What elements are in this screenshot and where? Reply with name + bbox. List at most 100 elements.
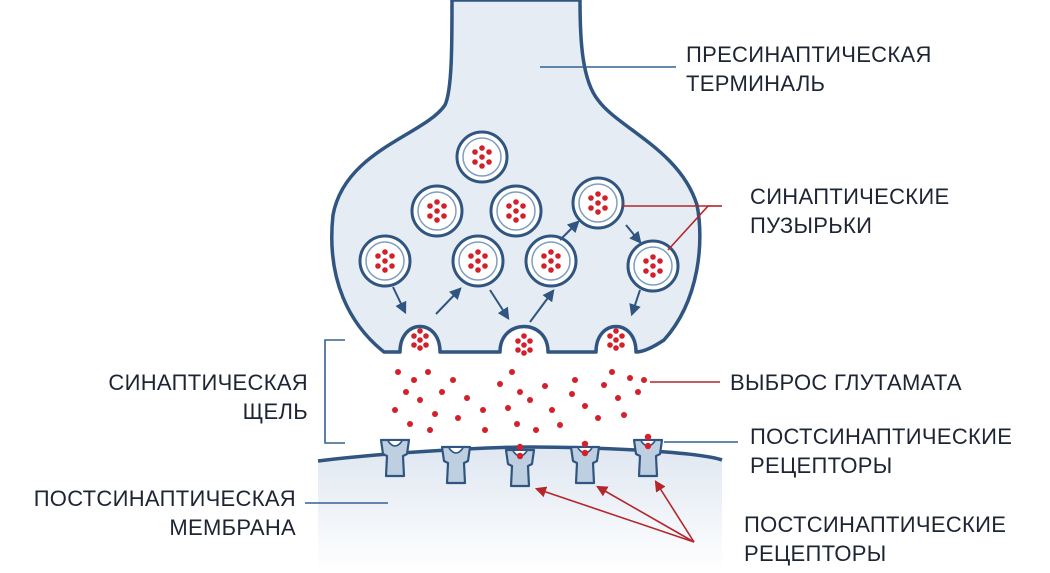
glutamate-dot bbox=[572, 377, 578, 383]
vesicle-glutamate bbox=[482, 263, 488, 269]
docked-glutamate bbox=[613, 328, 619, 334]
arrow-down-3 bbox=[629, 289, 641, 317]
glutamate-dot bbox=[392, 407, 398, 413]
glutamate-dot bbox=[514, 421, 520, 427]
vesicle-glutamate bbox=[475, 258, 481, 264]
glutamate-dot bbox=[450, 377, 456, 383]
vesicle-glutamate bbox=[643, 268, 649, 274]
docked-glutamate bbox=[423, 342, 429, 348]
label-line: ПОСТСИНАПТИЧЕСКАЯ bbox=[33, 486, 296, 511]
glutamate-dot bbox=[432, 411, 438, 417]
vesicle-glutamate bbox=[441, 203, 447, 209]
docked-glutamate bbox=[607, 333, 613, 339]
vesicle bbox=[358, 234, 412, 288]
docked-glutamate bbox=[613, 345, 619, 351]
vesicle-glutamate bbox=[382, 249, 388, 255]
label-line: ПОСТСИНАПТИЧЕСКИЕ bbox=[750, 424, 1013, 449]
vesicle bbox=[410, 184, 464, 238]
docked-glutamate bbox=[527, 347, 533, 353]
label-line: ПРЕСИНАПТИЧЕСКАЯ bbox=[686, 42, 932, 67]
label-line: ТЕРМИНАЛЬ bbox=[686, 71, 826, 96]
glutamate-dot bbox=[641, 377, 647, 383]
vesicle-glutamate bbox=[472, 159, 478, 165]
vesicle-glutamate bbox=[588, 195, 594, 201]
vesicle bbox=[626, 239, 680, 293]
receptor-body bbox=[504, 448, 536, 488]
vesicle-glutamate bbox=[375, 253, 381, 259]
glutamate-dot bbox=[439, 389, 445, 395]
label-postsynaptic-receptors-top: ПОСТСИНАПТИЧЕСКИЕ РЕЦЕПТОРЫ bbox=[750, 422, 1012, 480]
vesicle-inner bbox=[496, 191, 536, 231]
vesicle-glutamate bbox=[595, 209, 601, 215]
docked-glutamate bbox=[607, 342, 613, 348]
vesicle bbox=[455, 130, 509, 184]
vesicle-inner bbox=[458, 241, 498, 281]
vesicle-glutamate bbox=[602, 195, 608, 201]
vesicle bbox=[489, 184, 543, 238]
glutamate-dot bbox=[395, 369, 401, 375]
receptor bbox=[440, 445, 472, 485]
vesicle-inner bbox=[462, 137, 502, 177]
glutamate-dot bbox=[615, 395, 621, 401]
receptor-body bbox=[440, 445, 472, 485]
glutamate-dot bbox=[627, 375, 633, 381]
label-presynaptic-terminal: ПРЕСИНАПТИЧЕСКАЯ ТЕРМИНАЛЬ bbox=[686, 40, 932, 98]
label-line: ПОСТСИНАПТИЧЕСКИЕ bbox=[744, 512, 1007, 537]
glutamate-dot bbox=[549, 407, 555, 413]
glutamate-dot bbox=[533, 427, 539, 433]
docked-glutamate bbox=[411, 333, 417, 339]
docked-glutamate bbox=[613, 337, 619, 343]
vesicle-glutamate bbox=[555, 263, 561, 269]
docked-glutamate bbox=[411, 342, 417, 348]
vesicle-glutamate bbox=[479, 163, 485, 169]
vesicle-glutamate bbox=[520, 203, 526, 209]
vesicle-cycle-arrows bbox=[392, 220, 642, 323]
vesicle-glutamate bbox=[513, 217, 519, 223]
docked-vesicle bbox=[515, 333, 533, 356]
vesicle-glutamate bbox=[548, 267, 554, 273]
vesicle-glutamate bbox=[650, 254, 656, 260]
arrow-up-1 bbox=[435, 287, 462, 315]
receptor bbox=[569, 440, 601, 485]
glutamate-dot bbox=[403, 389, 409, 395]
leader-receptor-a bbox=[534, 486, 695, 543]
vesicle-glutamate bbox=[541, 263, 547, 269]
arrow-down-1 bbox=[392, 286, 407, 315]
bound-glutamate bbox=[644, 442, 652, 450]
label-line: ВЫБРОС ГЛУТАМАТА bbox=[730, 370, 962, 395]
docked-glutamate bbox=[527, 338, 533, 344]
vesicle-glutamate bbox=[520, 213, 526, 219]
glutamate-dot bbox=[517, 389, 523, 395]
vesicle-glutamate bbox=[468, 253, 474, 259]
vesicle-glutamate bbox=[479, 145, 485, 151]
postsynaptic-region bbox=[318, 447, 722, 573]
docked-vesicle bbox=[411, 328, 429, 351]
receptor-binding-site bbox=[448, 447, 464, 454]
vesicle-glutamate bbox=[382, 258, 388, 264]
vesicle bbox=[451, 234, 505, 288]
label-line: ПУЗЫРЬКИ bbox=[750, 213, 873, 238]
vesicle-glutamate bbox=[602, 205, 608, 211]
docked-glutamate bbox=[423, 333, 429, 339]
docked-glutamate bbox=[417, 345, 423, 351]
leader-receptor-b bbox=[596, 485, 695, 543]
docked-glutamate bbox=[521, 342, 527, 348]
arrow-down-2 bbox=[489, 289, 510, 321]
bound-glutamate bbox=[644, 433, 652, 441]
vesicle-glutamate bbox=[506, 203, 512, 209]
glutamate-dot bbox=[407, 421, 413, 427]
receptor-body bbox=[569, 445, 601, 485]
glutamate-dot bbox=[464, 395, 470, 401]
label-line: РЕЦЕПТОРЫ bbox=[750, 453, 893, 478]
glutamate-dot bbox=[601, 382, 607, 388]
vesicle-glutamate bbox=[475, 249, 481, 255]
vesicle-glutamate bbox=[650, 263, 656, 269]
receptor bbox=[632, 433, 664, 478]
bound-glutamate bbox=[581, 449, 589, 457]
arrow-up-2 bbox=[529, 289, 555, 323]
vesicle-glutamate bbox=[389, 263, 395, 269]
glutamate-dot bbox=[557, 422, 563, 428]
glutamate-dot bbox=[509, 369, 515, 375]
synaptic-vesicles bbox=[358, 130, 680, 293]
